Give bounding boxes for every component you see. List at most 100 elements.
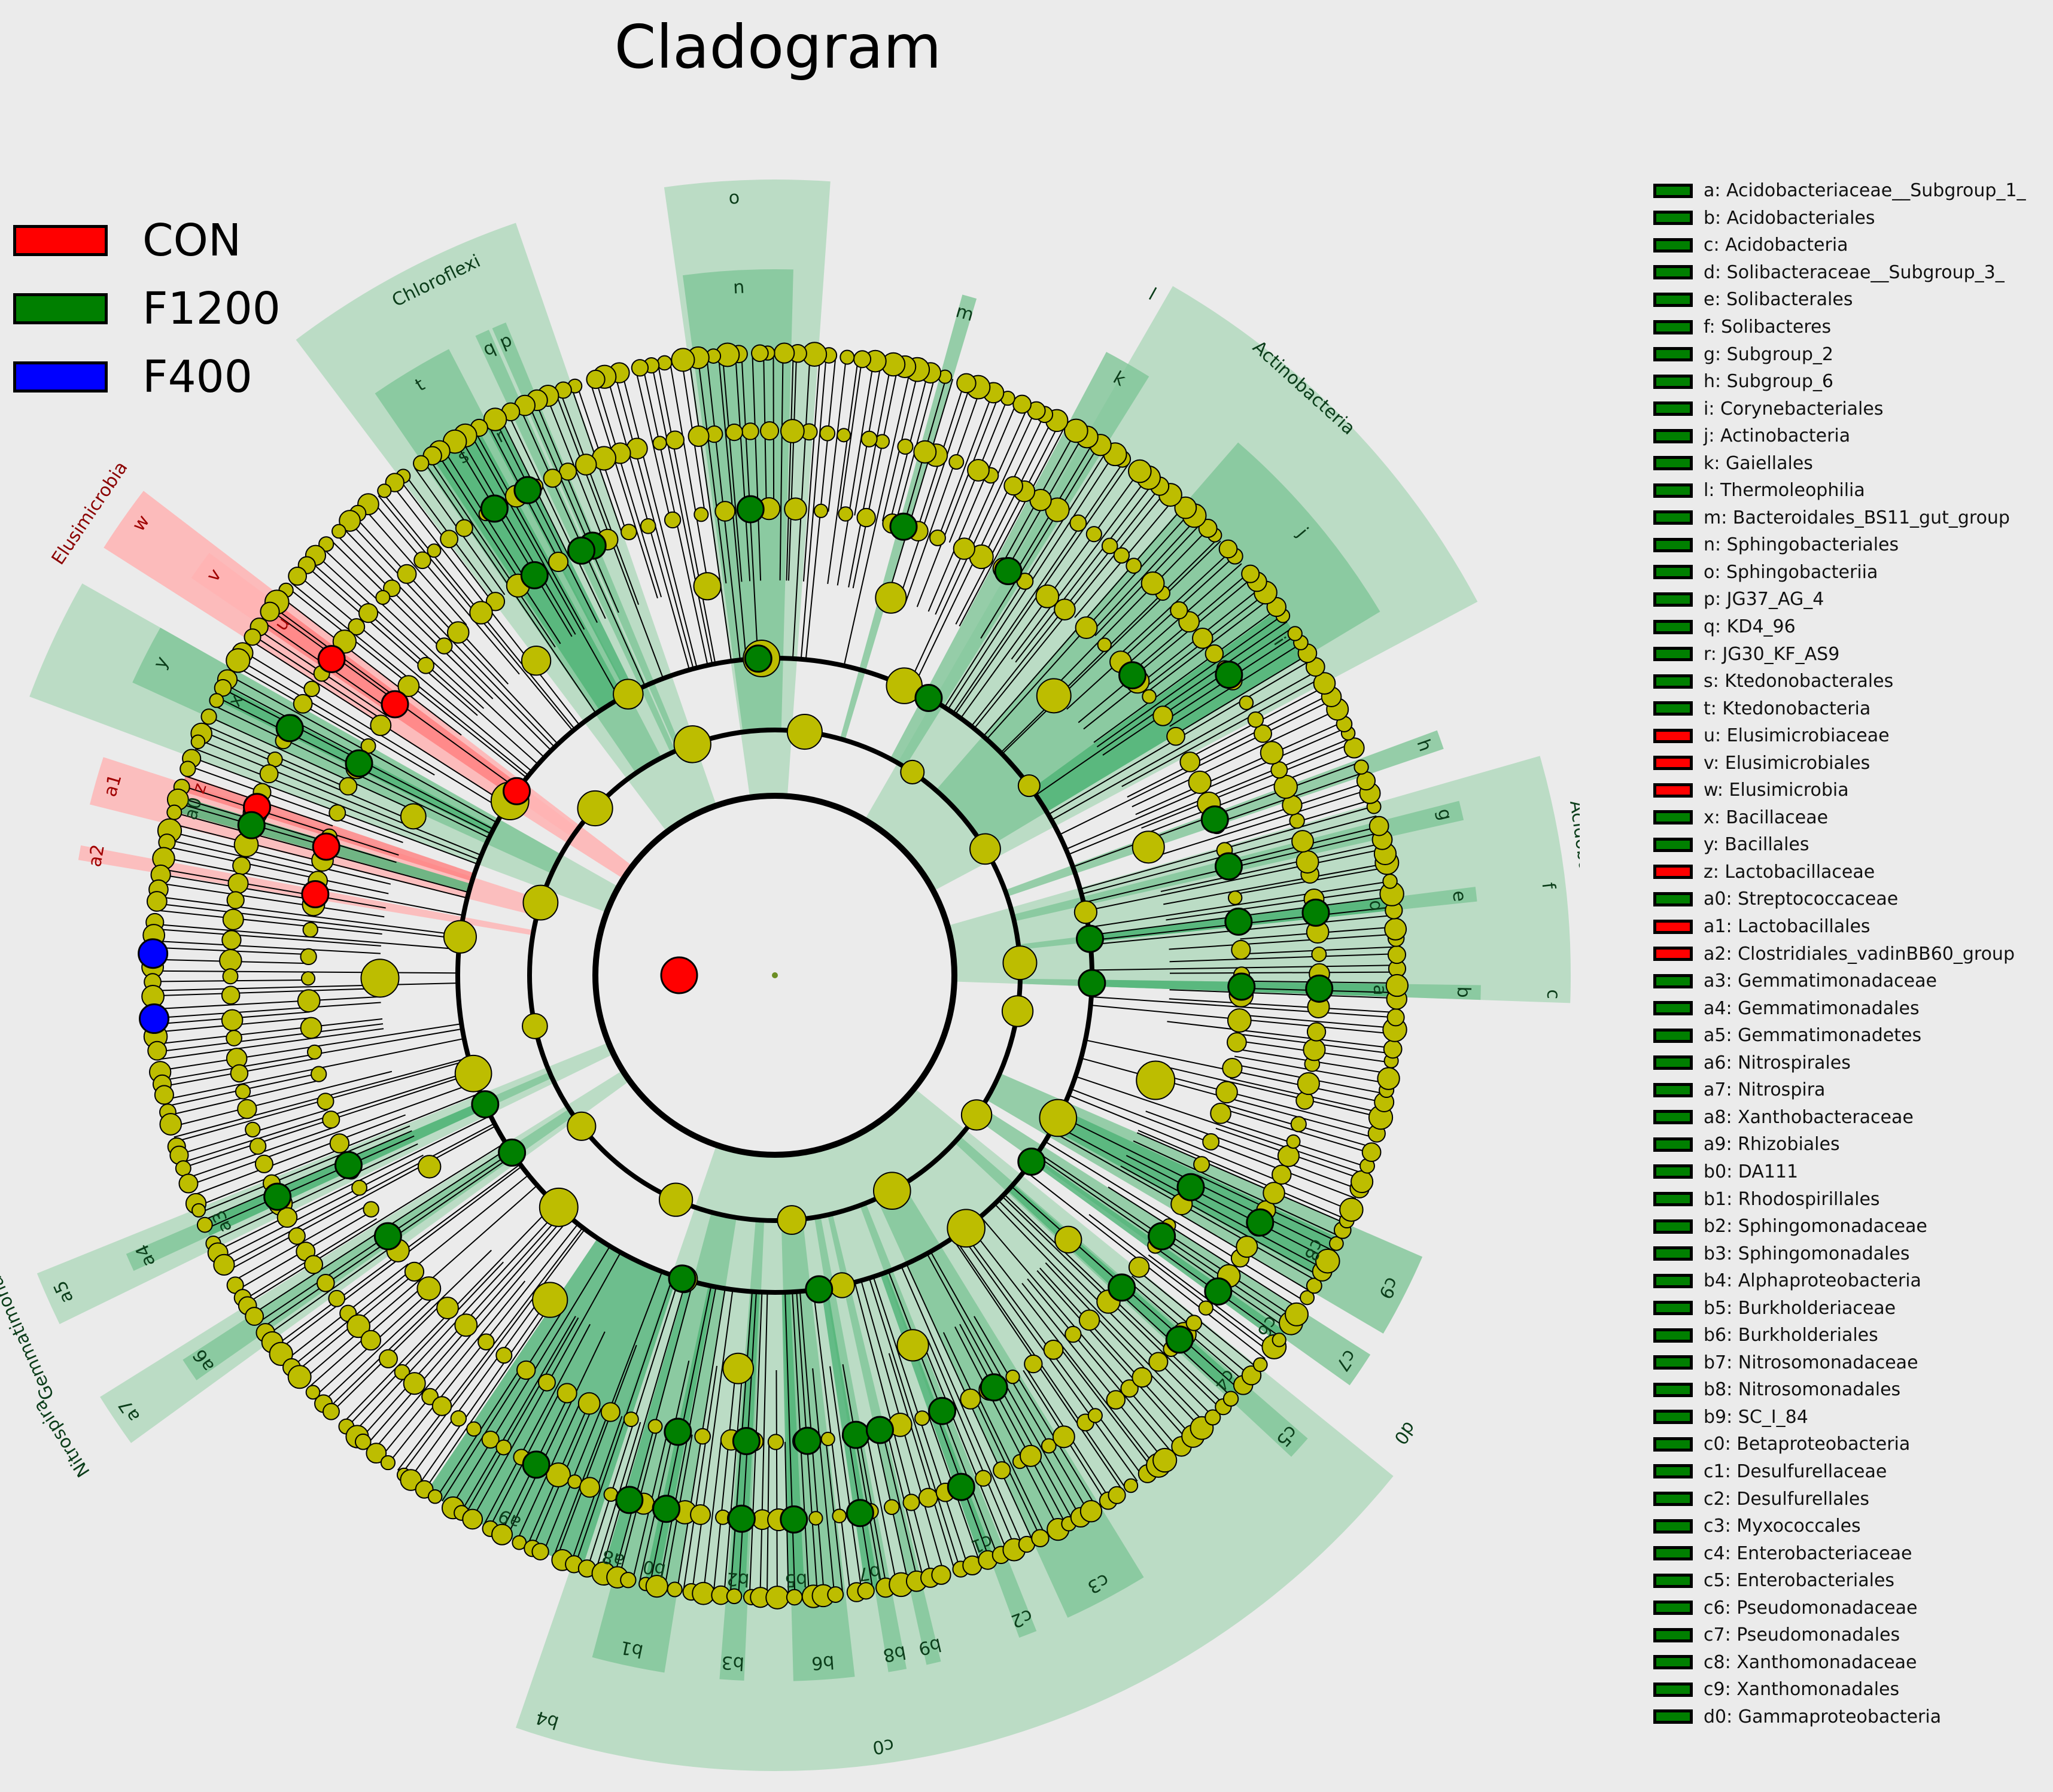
tree-node — [1368, 816, 1389, 836]
tree-node — [516, 1360, 536, 1380]
legend-marker — [1653, 756, 1693, 771]
tree-node — [613, 679, 644, 710]
branch-line — [800, 355, 827, 659]
legend-label: b2: Sphingomonadaceae — [1704, 1216, 1927, 1237]
tree-node — [466, 1421, 482, 1437]
legend-item: b5: Burkholderiaceae — [1653, 1294, 2026, 1322]
tree-node — [900, 759, 925, 784]
tree-node — [245, 1121, 261, 1138]
tree-node — [485, 592, 506, 611]
tree-node — [1113, 547, 1130, 564]
tree-node — [621, 524, 637, 541]
tree-node — [726, 1588, 743, 1605]
branch-line — [559, 391, 640, 605]
root-node — [660, 956, 698, 994]
legend-marker — [1653, 374, 1693, 389]
tree-node — [827, 1586, 844, 1604]
tree-node — [221, 1009, 244, 1032]
legend-label: z: Lactobacillaceae — [1704, 861, 1875, 883]
tree-node — [1024, 1354, 1043, 1374]
branch-line — [1015, 481, 1155, 663]
tree-node — [874, 434, 890, 449]
branch-line — [346, 1261, 504, 1428]
tree-node — [1297, 1072, 1320, 1096]
tree-node — [462, 1508, 483, 1530]
tree-node — [777, 1205, 807, 1235]
taxon-sector — [427, 1238, 677, 1568]
group-con-swatch — [13, 225, 108, 256]
tree-node — [446, 621, 470, 644]
legend-marker — [1653, 401, 1693, 416]
tree-node — [1064, 1325, 1082, 1343]
branch-line — [595, 379, 662, 598]
branch-line — [157, 896, 461, 936]
taxon-label-c: c — [1543, 989, 1564, 999]
tree-node — [1005, 1369, 1020, 1385]
tree-node — [159, 1113, 183, 1136]
branch-line — [171, 1070, 393, 1128]
branch-line — [1157, 1073, 1378, 1131]
tree-node — [960, 1099, 993, 1131]
legend-label: c9: Xanthomonadales — [1704, 1679, 1900, 1700]
branch-line — [691, 1289, 734, 1592]
branch-line — [1085, 848, 1385, 912]
taxon-node-c4 — [1165, 1325, 1194, 1354]
branch-line — [154, 928, 381, 947]
branch-line — [460, 437, 576, 635]
tree-node — [1247, 711, 1264, 728]
tree-node — [694, 507, 709, 522]
legend-label: q: KD4_96 — [1704, 616, 1796, 638]
taxon-label-n: n — [732, 277, 745, 299]
tree-node — [403, 1372, 426, 1395]
tree-node — [820, 1431, 835, 1446]
tree-node — [416, 1276, 442, 1301]
taxon-node-c3 — [980, 1373, 1008, 1402]
legend-marker — [1653, 1001, 1693, 1016]
branch-line — [483, 1324, 591, 1526]
tree-node — [1300, 1290, 1315, 1306]
legend-item: l: Thermoleophilia — [1653, 477, 2026, 504]
branch-line — [752, 353, 762, 581]
branch-line — [827, 358, 859, 585]
tree-node — [819, 425, 836, 442]
branch-line — [460, 1316, 576, 1513]
legend-label: v: Elusimicrobiales — [1704, 752, 1870, 774]
tree-node — [1313, 672, 1336, 695]
branch-line — [927, 1339, 1017, 1550]
legend-label: b4: Alphaproteobacteria — [1704, 1270, 1921, 1292]
legend-item: b0: DA111 — [1653, 1158, 2026, 1186]
tree-node — [431, 1396, 452, 1416]
taxon-node-v — [381, 690, 409, 719]
branch-line — [188, 1081, 477, 1186]
legend-marker — [1653, 1355, 1693, 1370]
tree-node — [249, 1137, 267, 1155]
legend-label: c0: Betaproteobacteria — [1704, 1434, 1911, 1455]
branch-line — [1167, 1021, 1393, 1049]
tree-node — [1290, 1116, 1307, 1133]
legend-label: t: Ktedonobacteria — [1704, 698, 1871, 719]
branch-line — [238, 659, 435, 776]
branch-line — [1091, 996, 1396, 1018]
tree-node — [351, 1179, 367, 1196]
tree-node — [872, 1172, 911, 1210]
legend-item: a7: Nitrospira — [1653, 1076, 2026, 1104]
taxon-node-b — [1227, 972, 1256, 1001]
taxon-node-b1 — [664, 1417, 692, 1446]
tree-node — [1236, 1236, 1258, 1258]
tree-node — [354, 1433, 372, 1450]
tree-node — [1128, 1256, 1150, 1278]
tree-node — [1002, 945, 1038, 981]
tree-node — [221, 985, 241, 1005]
legend-label: r: JG30_KF_AS9 — [1704, 643, 1840, 665]
legend-item: x: Bacillaceae — [1653, 804, 2026, 832]
branch-line — [401, 1228, 586, 1474]
tree-node — [200, 708, 217, 725]
branch-line — [688, 358, 732, 662]
tree-node — [780, 419, 805, 443]
tree-node — [1222, 1391, 1239, 1407]
tree-node — [191, 1203, 206, 1218]
branch-line — [363, 507, 467, 626]
tree-node — [370, 714, 392, 737]
legend-marker — [1653, 1328, 1693, 1343]
tree-node — [522, 1013, 548, 1039]
